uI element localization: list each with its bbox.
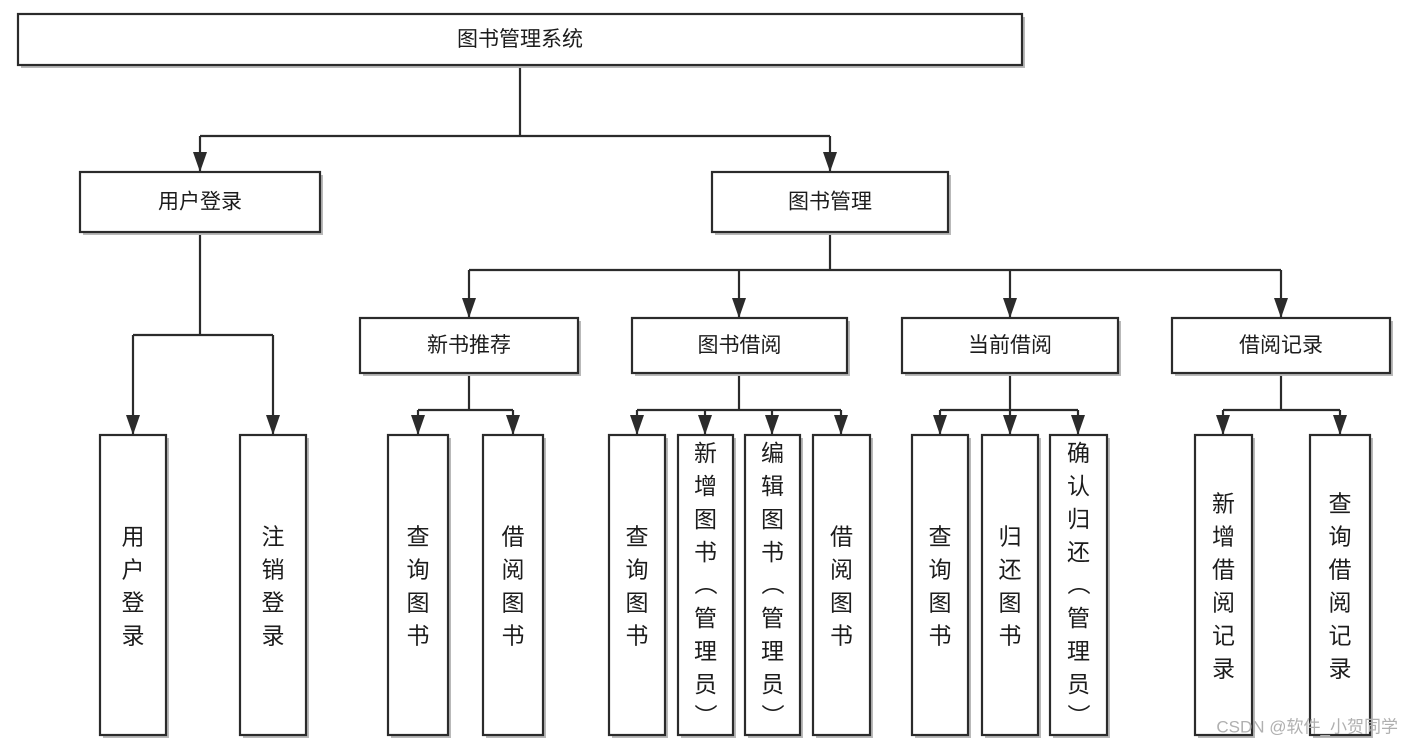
node-root[interactable]: 图书管理系统 [16, 12, 1025, 68]
node-box[interactable] [743, 433, 802, 737]
node-box[interactable] [1308, 433, 1372, 737]
node-label: 借阅记录 [1239, 334, 1323, 357]
arrow-head [1003, 415, 1017, 435]
node-leaf-add-book[interactable]: 新增图书（管理员） [676, 433, 736, 738]
node-leaf-borrow-book-2[interactable]: 借阅图书 [811, 433, 873, 738]
csdn-watermark: CSDN @软件_小贺同学 [1216, 717, 1398, 736]
node-leaf-confirm-return[interactable]: 确认归还（管理员） [1048, 433, 1110, 738]
arrow-head [266, 415, 280, 435]
arrow-head [732, 298, 746, 318]
arrow-head [193, 152, 207, 172]
node-leaf-return-book[interactable]: 归还图书 [980, 433, 1041, 738]
node-box[interactable] [98, 433, 168, 737]
node-leaf-edit-book[interactable]: 编辑图书（管理员） [743, 433, 803, 738]
arrow-head [1216, 415, 1230, 435]
node-label: 新增图书（管理员） [694, 440, 718, 730]
node-leaf-user-login[interactable]: 用户登录 [98, 433, 169, 738]
arrow-head [765, 415, 779, 435]
node-leaf-user-logout[interactable]: 注销登录 [238, 433, 309, 738]
arrow-head [1071, 415, 1085, 435]
node-box[interactable] [900, 316, 1120, 375]
node-label: 查询图书 [929, 524, 952, 649]
node-box[interactable] [481, 433, 545, 737]
arrow-head [411, 415, 425, 435]
node-label: 查询借阅记录 [1329, 491, 1352, 682]
node-label: 借阅图书 [502, 524, 525, 649]
node-leaf-add-record[interactable]: 新增借阅记录 [1193, 433, 1255, 738]
node-box[interactable] [386, 433, 450, 737]
node-current-borrow[interactable]: 当前借阅 [900, 316, 1121, 376]
node-box[interactable] [16, 12, 1024, 67]
node-leaf-query-record[interactable]: 查询借阅记录 [1308, 433, 1373, 738]
connector-layer [126, 65, 1347, 435]
arrow-head [1333, 415, 1347, 435]
node-box[interactable] [710, 170, 950, 234]
node-label: 图书管理系统 [457, 28, 583, 51]
node-label: 查询图书 [626, 524, 649, 649]
node-leaf-query-book-3[interactable]: 查询图书 [910, 433, 971, 738]
node-box[interactable] [358, 316, 580, 375]
node-label: 确认归还（管理员） [1067, 440, 1091, 730]
node-leaf-query-book-1[interactable]: 查询图书 [386, 433, 451, 738]
node-label: 用户登录 [122, 524, 145, 649]
node-box[interactable] [1170, 316, 1392, 375]
arrow-head [630, 415, 644, 435]
node-box[interactable] [910, 433, 970, 737]
node-box[interactable] [811, 433, 872, 737]
node-label: 用户登录 [158, 191, 242, 214]
node-label: 当前借阅 [968, 334, 1052, 357]
node-label: 归还图书 [999, 524, 1022, 649]
node-label: 注销登录 [262, 524, 285, 649]
node-user-login[interactable]: 用户登录 [78, 170, 323, 235]
arrow-head [462, 298, 476, 318]
watermark-layer: CSDN @软件_小贺同学 [1216, 717, 1398, 736]
node-box[interactable] [676, 433, 735, 737]
node-layer: 图书管理系统用户登录图书管理新书推荐图书借阅当前借阅借阅记录用户登录注销登录查询… [16, 12, 1393, 738]
node-book-manage[interactable]: 图书管理 [710, 170, 951, 235]
node-leaf-query-book-2[interactable]: 查询图书 [607, 433, 668, 738]
node-box[interactable] [630, 316, 849, 375]
node-label: 编辑图书（管理员） [761, 440, 785, 730]
arrow-head [126, 415, 140, 435]
node-label: 新增借阅记录 [1212, 491, 1235, 682]
arrow-head [933, 415, 947, 435]
node-box[interactable] [980, 433, 1040, 737]
node-box[interactable] [607, 433, 667, 737]
node-box[interactable] [1193, 433, 1254, 737]
node-book-borrow[interactable]: 图书借阅 [630, 316, 850, 376]
arrow-head [1274, 298, 1288, 318]
node-box[interactable] [78, 170, 322, 234]
arrow-head [834, 415, 848, 435]
node-label: 查询图书 [407, 524, 430, 649]
node-label: 图书管理 [788, 191, 872, 214]
node-new-book-recommend[interactable]: 新书推荐 [358, 316, 581, 376]
arrow-head [506, 415, 520, 435]
arrow-head [1003, 298, 1017, 318]
node-leaf-borrow-book-1[interactable]: 借阅图书 [481, 433, 546, 738]
arrow-head [823, 152, 837, 172]
node-box[interactable] [238, 433, 308, 737]
node-label: 图书借阅 [698, 334, 782, 357]
node-box[interactable] [1048, 433, 1109, 737]
node-label: 新书推荐 [427, 334, 511, 357]
node-label: 借阅图书 [830, 524, 853, 649]
node-borrow-record[interactable]: 借阅记录 [1170, 316, 1393, 376]
arrow-head [698, 415, 712, 435]
